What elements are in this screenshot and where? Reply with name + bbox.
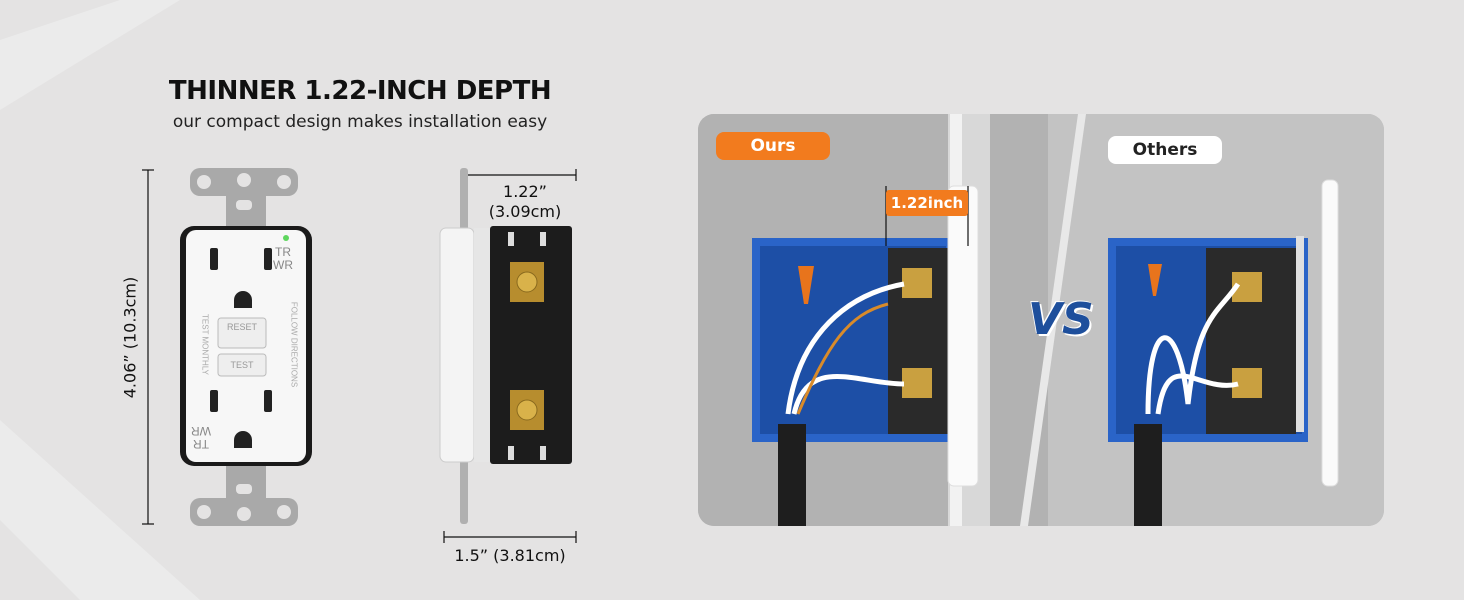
page-subtitle: our compact design makes installation ea…	[172, 112, 548, 132]
others-label: Others	[1108, 136, 1222, 164]
outlet-test-label: TEST	[230, 360, 254, 370]
depth-dimension-inch: 1.22”	[503, 182, 547, 201]
width-dimension-label: 1.5” (3.81cm)	[454, 546, 566, 565]
outlet-side-text-left: TEST MONTHLY	[200, 313, 210, 376]
outlet-reset-label: RESET	[226, 322, 257, 332]
width-dimension-line	[443, 531, 577, 543]
height-dimension-line	[142, 169, 154, 525]
depth-dimension-cm: (3.09cm)	[488, 202, 562, 221]
outlet-tr-wr-top: TR WR	[273, 245, 293, 272]
outlet-side-text-right: FOLLOW DIRECTIONS	[289, 301, 299, 388]
outlet-front-view	[180, 168, 312, 526]
height-dimension-label: 4.06” (10.3cm)	[120, 276, 140, 399]
outlet-side-view	[439, 168, 572, 524]
background-light-streaks	[0, 0, 200, 600]
outlet-tr-wr-bottom: TR WR	[191, 424, 211, 451]
depth-badge: 1.22inch	[886, 190, 968, 216]
ours-label: Ours	[716, 132, 830, 160]
comparison-illustration	[698, 114, 1384, 526]
comparison-panel	[698, 114, 1384, 526]
page-title: THINNER 1.22-INCH DEPTH	[168, 76, 552, 106]
vs-label: VS	[1028, 294, 1094, 345]
